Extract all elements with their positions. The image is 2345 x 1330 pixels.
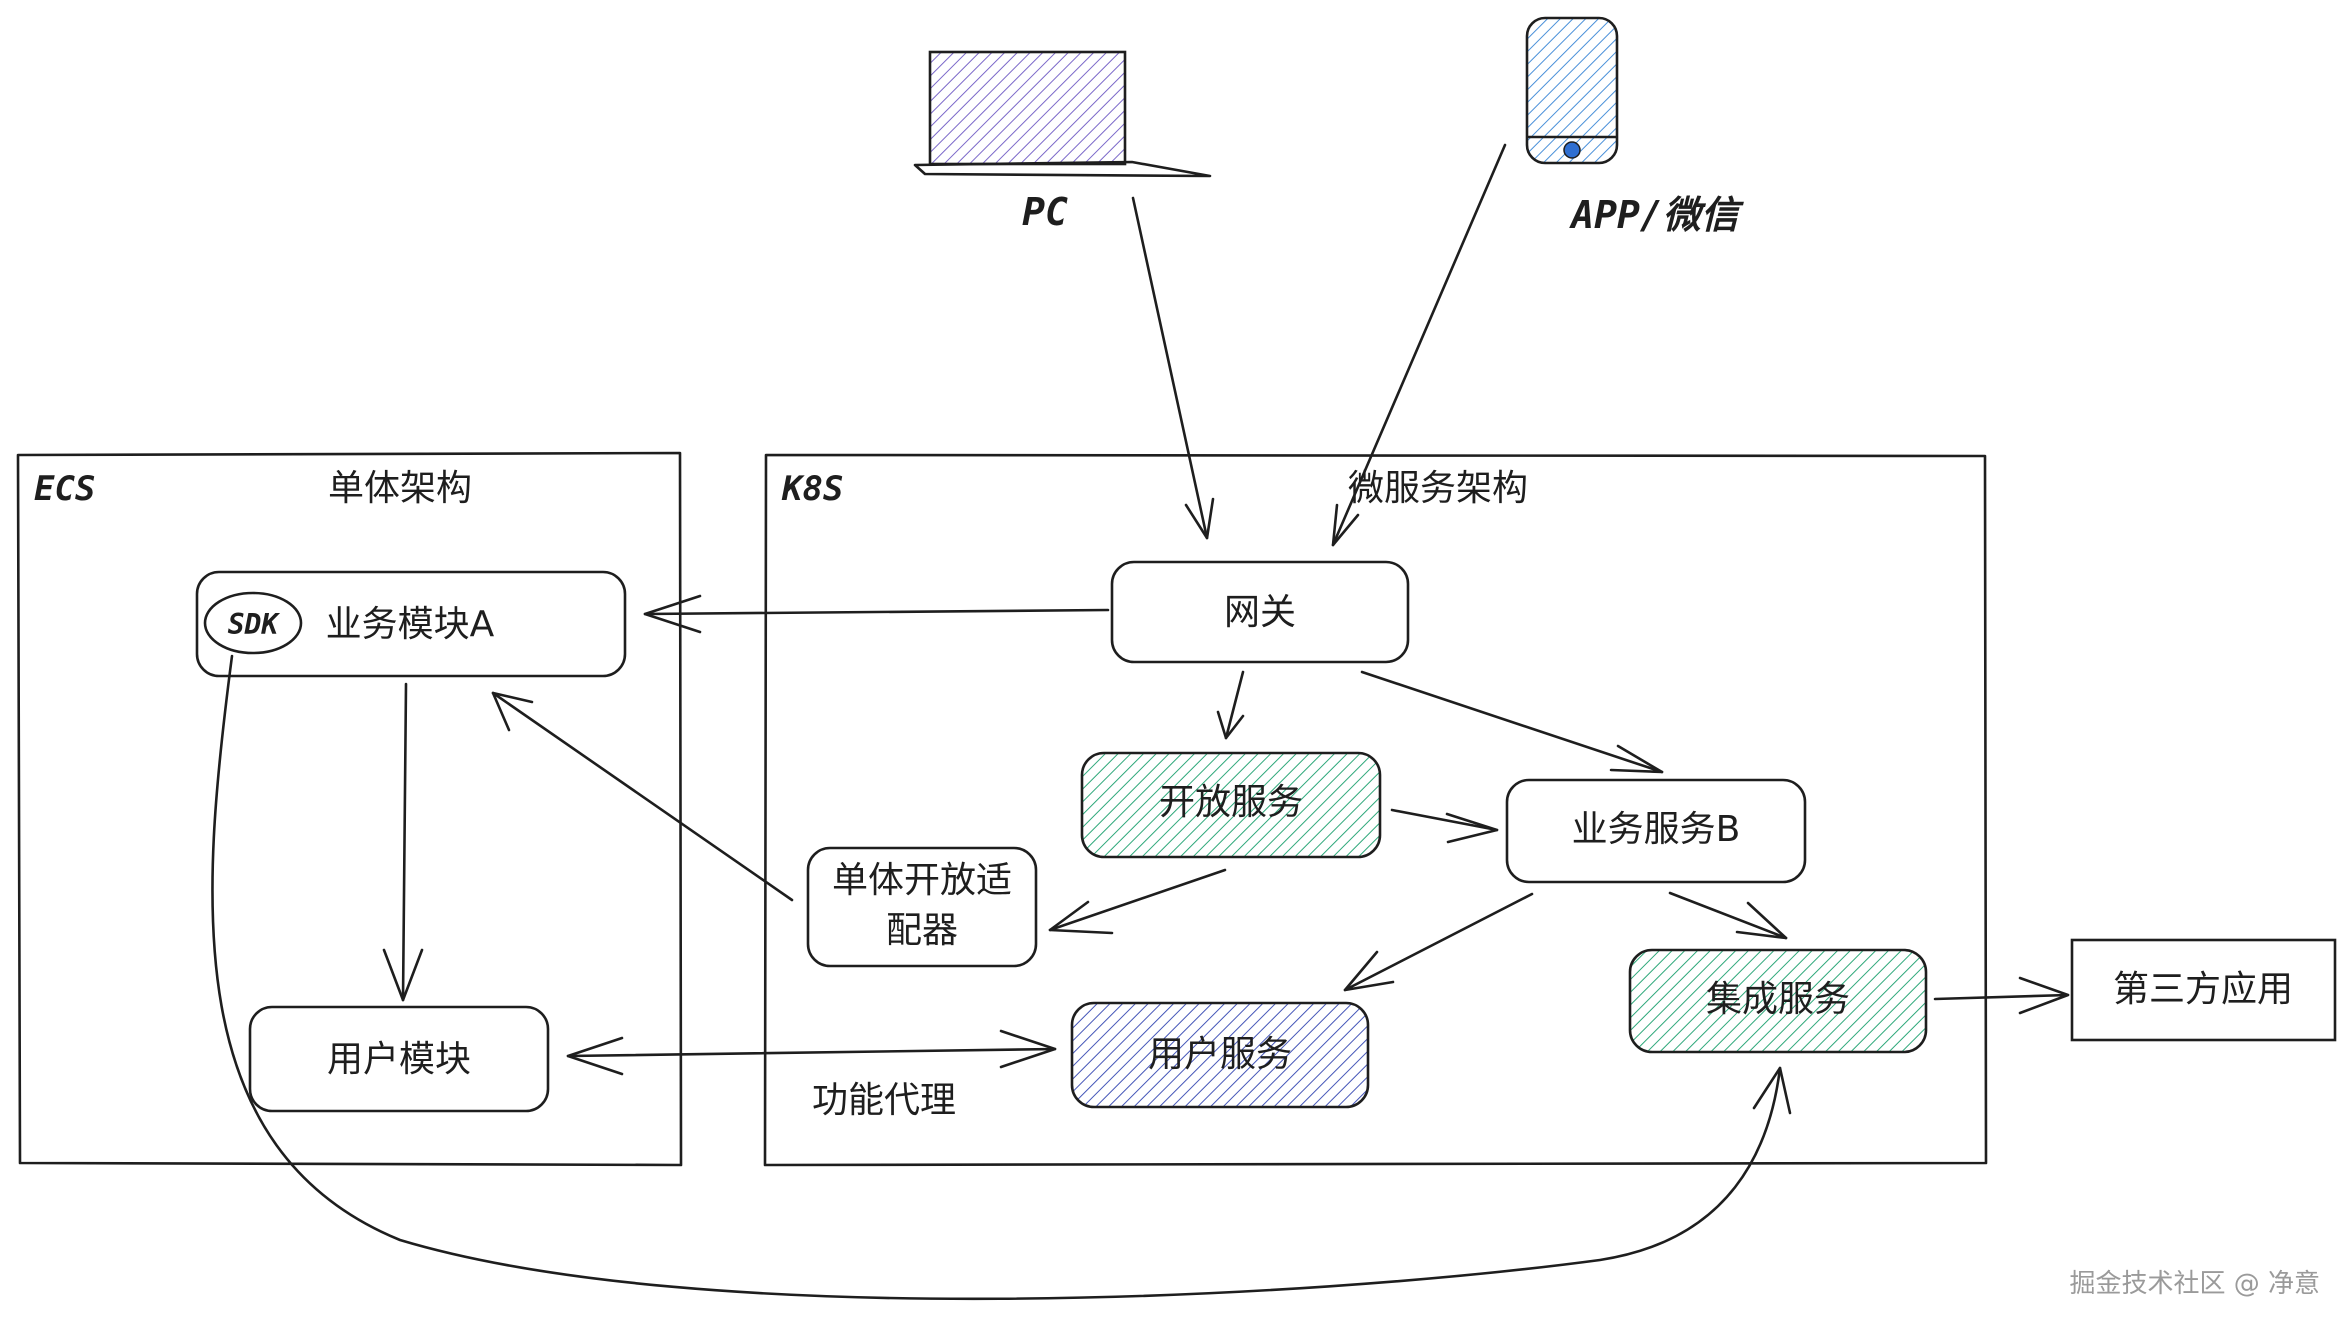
ecs-title: 单体架构 [328, 468, 472, 509]
ecs-cluster: ECS 单体架构 [16, 451, 683, 1167]
gateway-node: 网关 [1110, 560, 1410, 664]
adapter-node: 单体开放适 配器 [806, 846, 1038, 968]
adapter-label-line1: 单体开放适 [832, 860, 1012, 901]
k8s-tag: K8S [781, 469, 843, 509]
arrow-open-service-to-business-b [1390, 808, 1499, 844]
user-module-label: 用户模块 [327, 1039, 471, 1080]
pc-label: PC [1022, 190, 1068, 234]
integration-service-label: 集成服务 [1706, 979, 1850, 1020]
arrow-integration-to-third-party [1933, 976, 2070, 1015]
business-module-a-node: SDK 业务模块A [195, 570, 627, 678]
sdk-label: SDK [228, 608, 281, 641]
arrow-pc-to-gateway [1131, 196, 1215, 540]
arrow-business-b-to-user-service [1343, 892, 1534, 992]
arrow-gateway-to-business-a [643, 594, 1110, 634]
sdk-badge [203, 591, 303, 655]
open-service-node: 开放服务 [1080, 751, 1382, 859]
app-device: APP/微信 [1525, 16, 1745, 237]
third-party-app-node: 第三方应用 [2070, 938, 2337, 1042]
arrow-business-a-to-user-module [382, 682, 424, 1002]
adapter-label-line2: 配器 [886, 910, 958, 951]
app-label: APP/微信 [1568, 193, 1745, 237]
arrow-gateway-to-business-b [1360, 670, 1664, 774]
laptop-icon [913, 50, 1212, 178]
integration-service-node: 集成服务 [1628, 948, 1928, 1054]
open-service-label: 开放服务 [1159, 782, 1303, 823]
business-service-b-label: 业务服务B [1572, 809, 1741, 850]
pc-device: PC [913, 50, 1212, 234]
function-proxy-label: 功能代理 [812, 1080, 956, 1121]
arrow-gateway-to-open-service [1216, 670, 1245, 740]
watermark-text: 掘金技术社区 @ 净意 [2069, 1269, 2320, 1299]
phone-icon [1525, 16, 1619, 165]
arrow-open-service-to-adapter [1048, 868, 1227, 935]
user-service-label: 用户服务 [1148, 1034, 1292, 1075]
third-party-app-label: 第三方应用 [2113, 969, 2293, 1010]
arrow-business-b-to-integration [1668, 891, 1788, 940]
ecs-tag: ECS [34, 469, 95, 509]
arrow-user-module-user-service-bidirectional [566, 1029, 1057, 1076]
arrow-sdk-to-integration-curve [211, 654, 1792, 1301]
k8s-cluster-frame [763, 453, 1988, 1167]
gateway-label: 网关 [1224, 592, 1296, 633]
arrow-app-to-gateway [1331, 143, 1507, 547]
k8s-cluster: K8S 微服务架构 [763, 453, 1988, 1167]
user-module-node: 用户模块 [248, 1005, 550, 1113]
arrow-adapter-to-business-a [491, 691, 794, 902]
business-module-a-label: 业务模块A [326, 604, 495, 645]
k8s-title: 微服务架构 [1348, 468, 1528, 509]
ecs-cluster-frame [16, 451, 683, 1167]
user-service-node: 用户服务 [1070, 1001, 1370, 1109]
business-service-b-node: 业务服务B [1505, 778, 1807, 884]
